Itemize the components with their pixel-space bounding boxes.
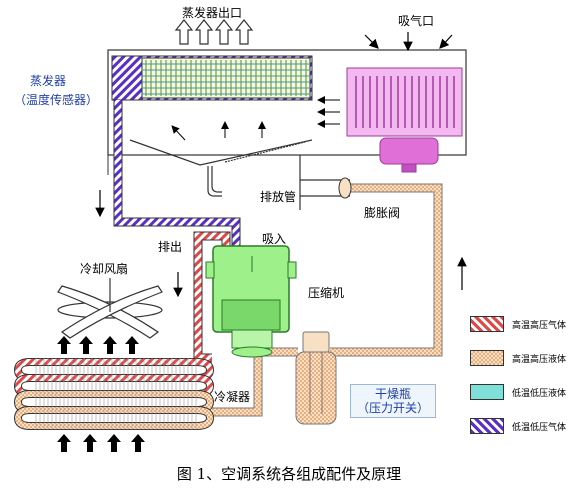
- fan-arrows: [57, 336, 145, 452]
- label-evap-outlet: 蒸发器出口: [182, 6, 243, 20]
- label-dryer-title: 干燥瓶: [375, 387, 412, 401]
- legend-swatch: [470, 316, 504, 332]
- flow-arrows: [95, 190, 467, 298]
- label-suction: 吸入: [262, 232, 287, 246]
- condenser-tube-fill: [14, 407, 214, 429]
- airflow-arrow: [107, 434, 121, 452]
- discharge-line: [193, 231, 231, 363]
- airflow-arrow: [83, 434, 97, 452]
- airflow-arrow: [57, 434, 71, 452]
- legend-label: 高温高压液体: [512, 354, 567, 365]
- cooling-fan: [57, 278, 163, 339]
- label-cooling-fan: 冷却风扇: [80, 262, 129, 276]
- air-arrows: [171, 96, 340, 141]
- legend-label: 高温高压气体: [512, 320, 567, 331]
- legend-swatch: [470, 384, 504, 400]
- suction-line: [113, 100, 241, 250]
- airflow-arrow: [125, 336, 139, 354]
- legend-item: 低温低压气体: [470, 418, 566, 434]
- evaporator-core: [111, 55, 313, 101]
- evaporator-housing: [107, 49, 467, 175]
- condenser-coils: [13, 358, 215, 430]
- airflow-arrow: [79, 336, 93, 354]
- figure-caption: 图 1、空调系统各组成配件及原理: [176, 465, 402, 483]
- label-dryer: 干燥瓶 （压力开关）: [350, 384, 437, 418]
- drain-tray: [129, 139, 350, 210]
- airflow-arrow: [103, 336, 117, 354]
- legend-label: 低温低压液体: [512, 388, 567, 399]
- legend-swatch: [470, 418, 504, 434]
- legend-item: 高温高压液体: [470, 350, 566, 366]
- label-intake: 吸气口: [398, 14, 435, 28]
- label-drain-pipe: 排放管: [260, 190, 297, 204]
- label-condenser: 冷凝器: [214, 390, 251, 404]
- liquid-line: [212, 183, 443, 417]
- airflow-arrow: [131, 434, 145, 452]
- label-compressor: 压缩机: [308, 286, 345, 300]
- compressor: [205, 245, 297, 358]
- legend-item: 高温高压气体: [470, 316, 566, 332]
- blower: [346, 67, 463, 173]
- label-expansion-valve: 膨胀阀: [364, 206, 401, 220]
- label-evaporator: 蒸发器: [30, 74, 67, 88]
- dryer-bottle: [295, 331, 337, 425]
- label-temp-sensor: （温度传感器）: [14, 93, 99, 107]
- outlet-arrows: [174, 19, 254, 45]
- label-pressure-switch: （压力开关）: [357, 401, 430, 415]
- intake-arrows: [364, 32, 453, 52]
- airflow-arrow: [57, 336, 71, 354]
- expansion-valve: [338, 177, 352, 199]
- legend-swatch: [470, 350, 504, 366]
- legend-label: 低温低压气体: [512, 422, 567, 433]
- label-discharge: 排出: [158, 240, 183, 254]
- legend-item: 低温低压液体: [470, 384, 566, 400]
